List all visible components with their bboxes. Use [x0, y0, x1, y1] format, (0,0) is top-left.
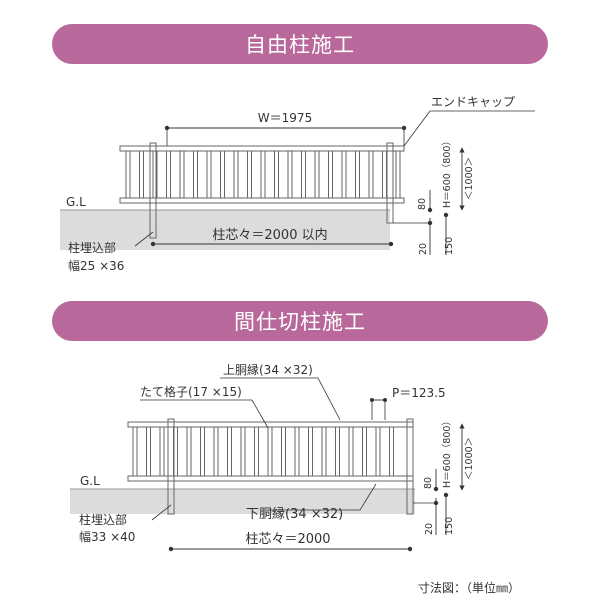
picket [328, 150, 333, 199]
picket [308, 426, 313, 477]
top-rail-2 [127, 421, 414, 428]
picket [335, 426, 340, 477]
section1-title: 自由柱施工 [245, 33, 355, 57]
embed-label-1: 柱埋込部 [68, 240, 116, 255]
embed-label-2: 柱埋込部 [79, 512, 127, 527]
picket [287, 150, 293, 199]
picket [152, 150, 158, 199]
top-rail-1 [119, 145, 405, 152]
picket [240, 426, 246, 477]
gap-80-2: 80 [423, 477, 434, 489]
picket [301, 150, 306, 199]
depth-150-2: 150 [444, 517, 455, 535]
picket [281, 426, 286, 477]
picket [395, 150, 401, 199]
picket [382, 150, 387, 199]
picket [200, 426, 205, 477]
end-cap-label: エンドキャップ [431, 95, 515, 109]
embed-leader-2 [151, 504, 172, 521]
top-rail-leader [220, 377, 341, 421]
width-label: W＝1975 [258, 111, 312, 125]
bottom-rail-label: 下胴縁(34 ×32) [246, 506, 343, 522]
picket-leader [140, 399, 269, 429]
picket [179, 150, 185, 199]
fence-panel-2 [127, 418, 414, 515]
section2-title-banner: 間仕切柱施工 [52, 301, 548, 341]
picket [206, 150, 212, 199]
picket [260, 150, 266, 199]
picket [321, 426, 327, 477]
gap-80-1: 80 [417, 198, 428, 210]
picket [314, 150, 320, 199]
picket [220, 150, 225, 199]
picket [267, 426, 273, 477]
height-alt-2: ＜1000＞ [464, 437, 475, 480]
pitch-label: P＝123.5 [392, 386, 446, 400]
picket [368, 150, 374, 199]
picket [247, 150, 252, 199]
gl-label-1: G.L [66, 195, 86, 209]
picket [362, 426, 367, 477]
post-pitch-label-1: 柱芯々＝2000 以内 [212, 227, 327, 243]
picket [213, 426, 219, 477]
ground-band-2 [70, 489, 415, 514]
picket [348, 426, 354, 477]
picket [139, 150, 144, 199]
picket [193, 150, 198, 199]
picket [355, 150, 360, 199]
height-label-1: H＝600（800） [441, 136, 453, 208]
picket [274, 150, 279, 199]
picket [389, 426, 394, 477]
gl-label-2: G.L [80, 474, 100, 488]
height-label-2: H＝600（800） [441, 416, 453, 488]
picket [159, 426, 165, 477]
section2-title: 間仕切柱施工 [234, 310, 366, 334]
pickets-1 [125, 150, 401, 199]
section1-title-banner: 自由柱施工 [52, 24, 548, 64]
depth-150-1: 150 [444, 237, 455, 255]
picket [294, 426, 300, 477]
ground-band-1 [60, 210, 390, 250]
picket [233, 150, 239, 199]
post-right-2 [406, 418, 414, 515]
post-left-1 [149, 142, 157, 239]
bottom-rail-2 [127, 475, 414, 482]
picket [166, 150, 171, 199]
picket [375, 426, 381, 477]
picket [227, 426, 232, 477]
gap-20-2: 20 [424, 523, 435, 535]
fence-panel-1 [119, 142, 405, 239]
picket [146, 426, 151, 477]
post-left-2 [167, 418, 175, 515]
gap-20-1: 20 [418, 243, 429, 255]
post-pitch-label-2: 柱芯々＝2000 [245, 532, 330, 547]
picket-label: たて格子(17 ×15) [140, 384, 242, 399]
footnote: 寸法図：（単位㎜） [418, 580, 520, 595]
post-right-1 [386, 142, 394, 224]
picket [341, 150, 347, 199]
end-cap-leader [403, 110, 535, 147]
picket [186, 426, 192, 477]
embed-leader-1 [134, 231, 154, 247]
picket [132, 426, 138, 477]
pickets-2 [132, 426, 394, 477]
bottom-rail-1 [119, 197, 405, 204]
height-alt-1: ＜1000＞ [464, 157, 475, 200]
bottom-rail-leader [268, 483, 377, 511]
embed-size-2: 幅33 ×40 [79, 529, 135, 544]
picket [254, 426, 259, 477]
picket [125, 150, 131, 199]
embed-size-1: 幅25 ×36 [68, 258, 124, 273]
top-rail-label: 上胴縁(34 ×32) [223, 362, 313, 377]
